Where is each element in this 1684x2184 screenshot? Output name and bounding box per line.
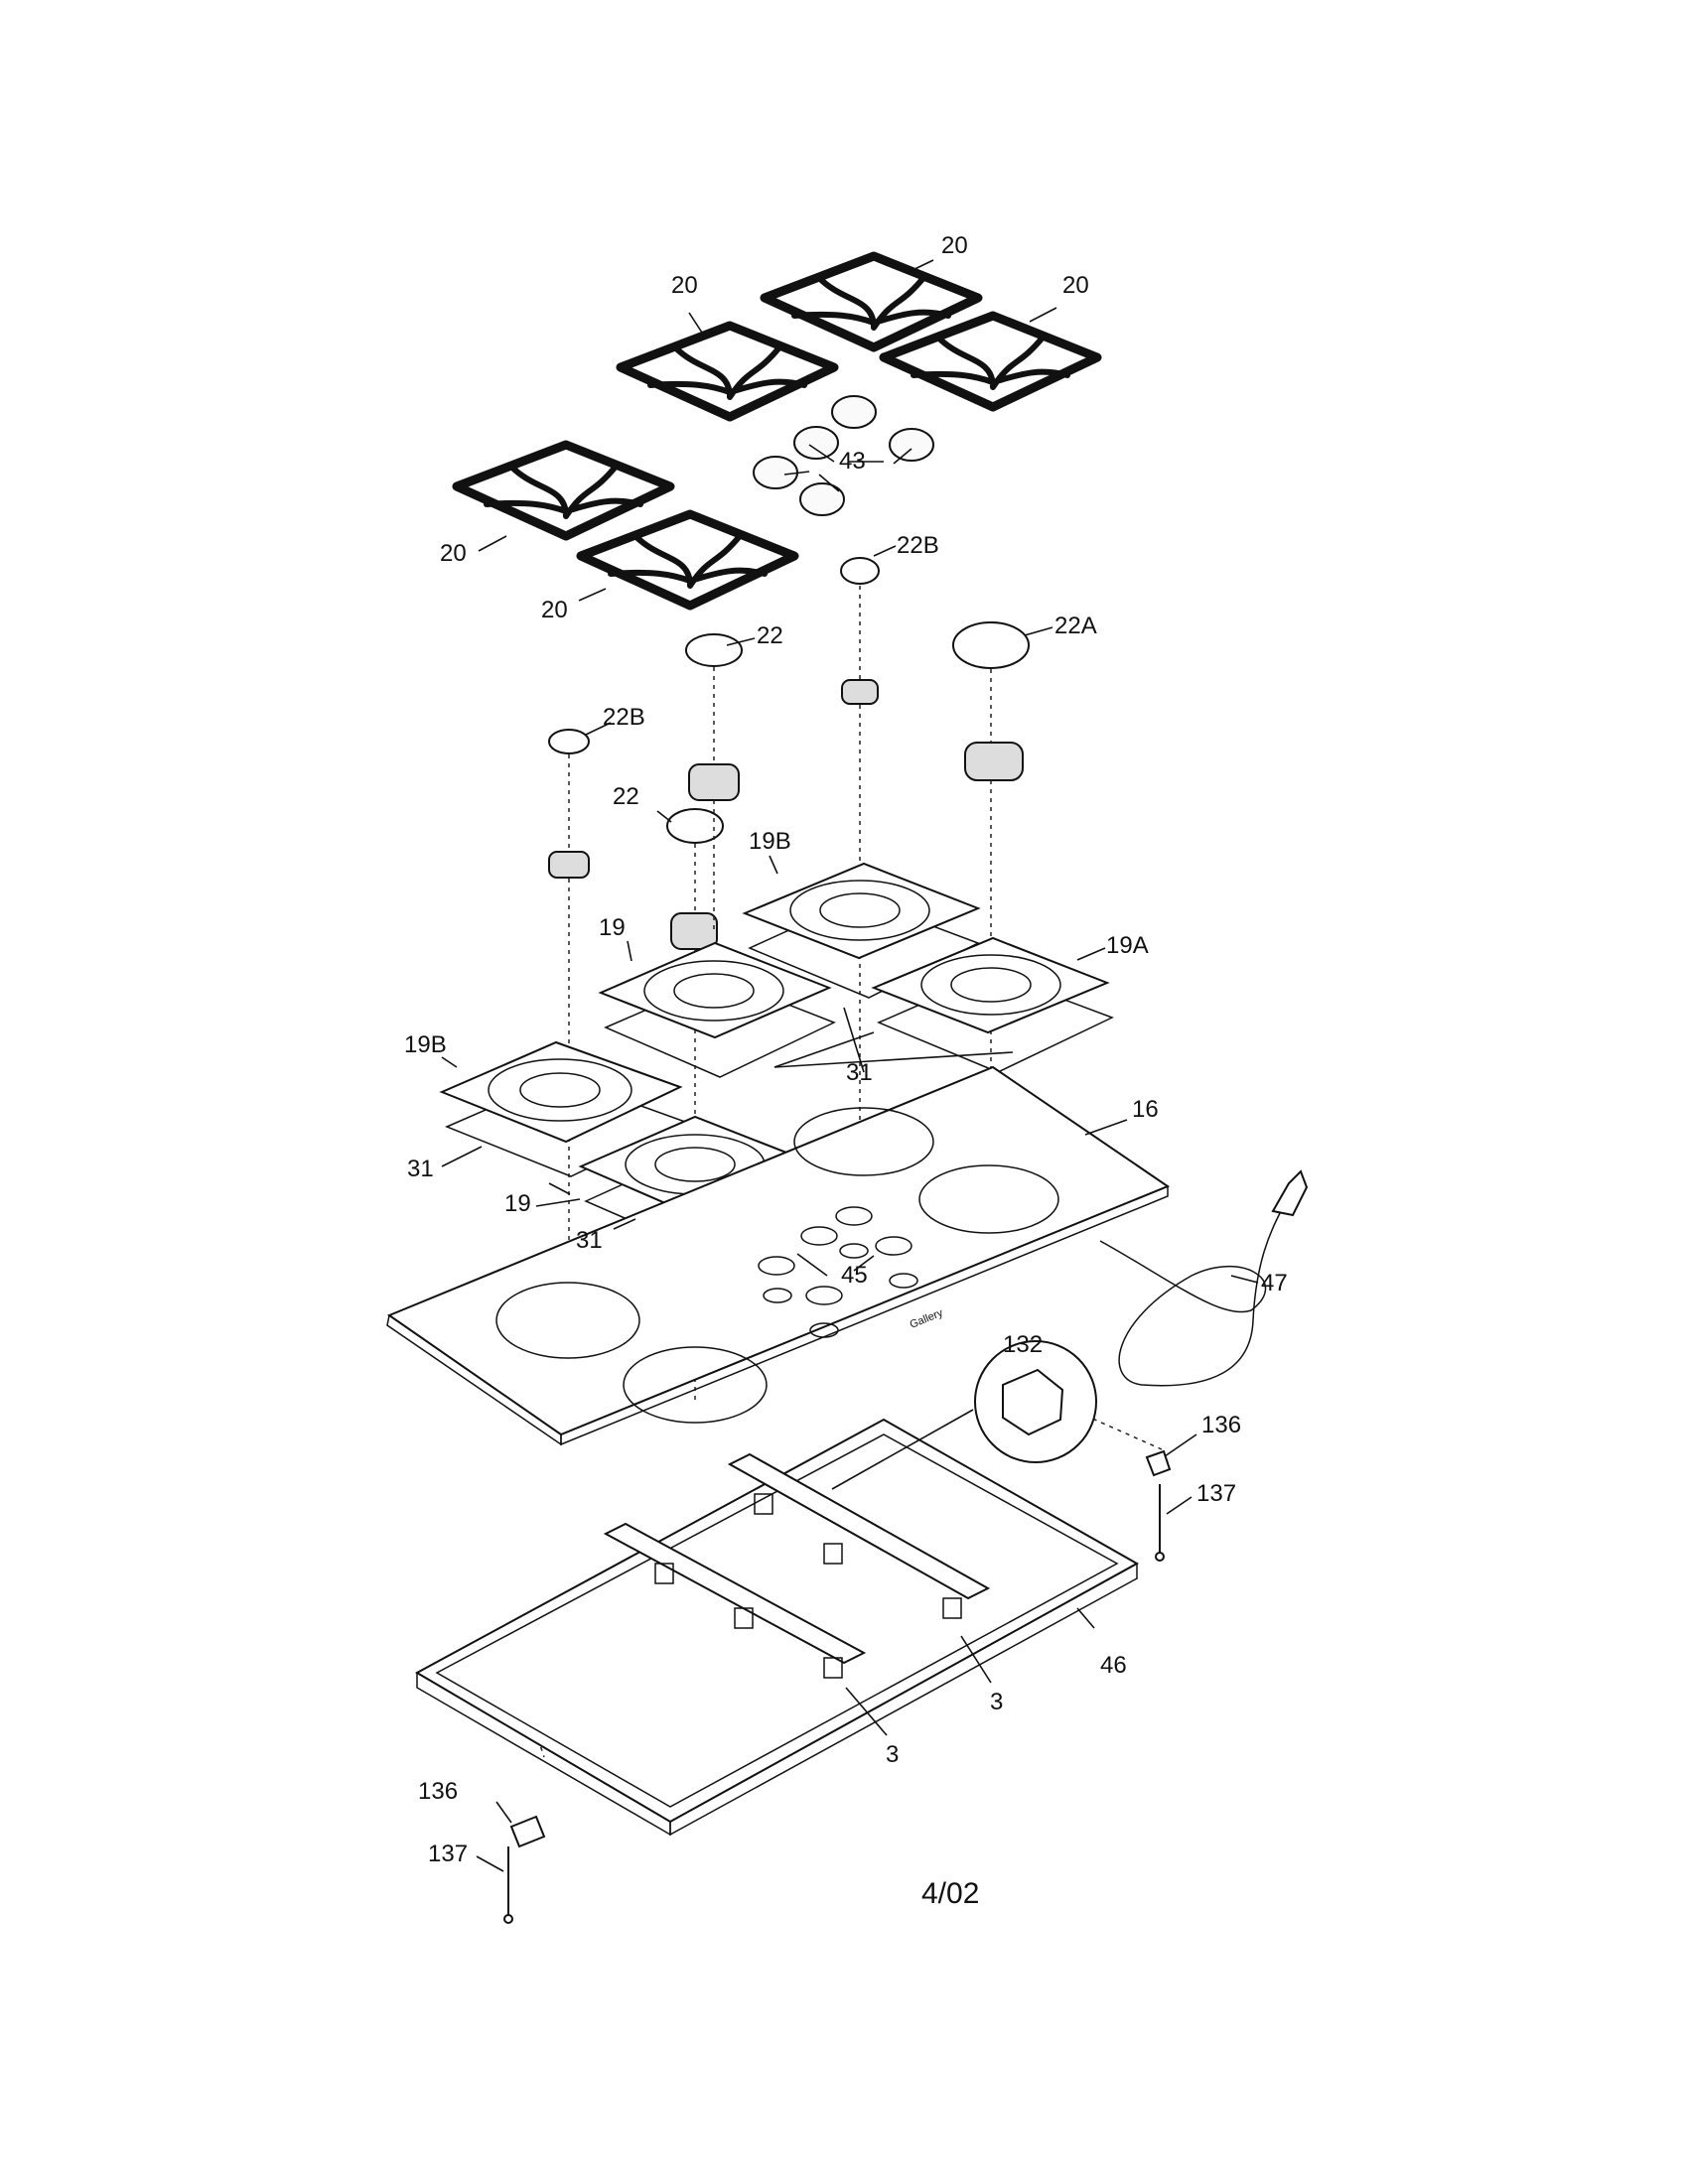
callouts: 20 20 20 20 20 20 43 22B 22 22A 22B 22 1…	[404, 232, 1288, 1867]
callout-clip-right: 136	[1201, 1412, 1241, 1438]
pan-19-mid	[598, 941, 836, 1078]
callout-pan-19-mid: 19	[599, 914, 626, 941]
callout-grate-c: 20	[671, 272, 698, 299]
support-rail-right	[727, 1452, 991, 1619]
pan-19a	[871, 936, 1114, 1073]
callout-rail-right: 3	[990, 1689, 1003, 1715]
callout-grate-e: 20	[440, 540, 467, 567]
clip-left	[509, 1815, 546, 1848]
callout-pan-19-low: 19	[504, 1190, 531, 1217]
callout-ring-31-center: 31	[846, 1059, 873, 1086]
control-knobs	[753, 395, 934, 516]
grate-far-right	[879, 311, 1102, 412]
callout-pan-19b-left: 19B	[404, 1031, 447, 1058]
callout-screw-left: 137	[428, 1841, 468, 1867]
callout-cap-22-top: 22	[757, 622, 783, 649]
callout-cap-22a: 22A	[1054, 613, 1097, 639]
callout-clip-left: 136	[418, 1778, 458, 1805]
callout-cap-22b-right: 22B	[897, 532, 939, 559]
callout-ring-31-left: 31	[407, 1156, 434, 1182]
brand-mark: Gallery	[909, 1306, 945, 1330]
power-cord	[1099, 1169, 1309, 1387]
callout-grate-f: 20	[541, 597, 568, 623]
callout-bracket: 132	[1003, 1331, 1043, 1358]
callout-cord: 47	[1261, 1270, 1288, 1297]
revision-date: 4/02	[921, 1877, 979, 1910]
burner-heads	[548, 679, 1024, 950]
callout-pan-19a: 19A	[1106, 932, 1149, 959]
callout-pan-19b-top: 19B	[749, 828, 791, 855]
callout-rail-left: 3	[886, 1741, 899, 1768]
callout-grate-a: 20	[941, 232, 968, 259]
screw-right	[1155, 1484, 1165, 1562]
callout-bezels: 45	[841, 1262, 868, 1289]
clip-right	[1145, 1449, 1172, 1477]
grate-top-right	[760, 251, 983, 352]
callout-ring-31-low: 31	[576, 1227, 603, 1254]
grate-left-lower	[576, 509, 799, 611]
callout-cooktop: 16	[1132, 1096, 1159, 1123]
grate-top-center	[616, 321, 839, 422]
cooktop-glass: Gallery	[386, 1065, 1171, 1446]
pan-19b-top	[742, 862, 981, 999]
callout-cap-22-mid: 22	[613, 783, 639, 810]
support-rail-left	[603, 1522, 867, 1679]
burner-caps	[548, 557, 1030, 844]
grate-left	[452, 440, 675, 541]
bracket-inset	[831, 1340, 1097, 1490]
callout-cap-22b-left: 22B	[603, 704, 645, 731]
callout-knobs: 43	[839, 448, 866, 475]
leader-lines	[441, 259, 1259, 1872]
callout-grate-b: 20	[1062, 272, 1089, 299]
callout-screw-right: 137	[1196, 1480, 1236, 1507]
screw-left	[503, 1846, 513, 1924]
callout-box: 46	[1100, 1652, 1127, 1679]
